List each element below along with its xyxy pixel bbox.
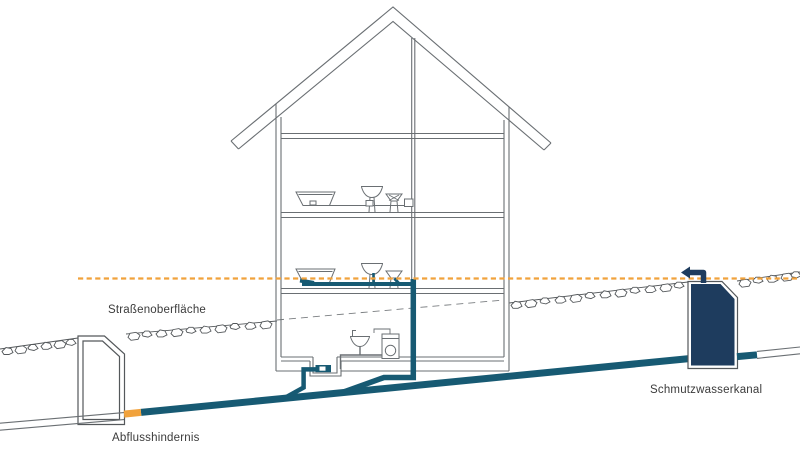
soil-stack-drop <box>341 279 417 396</box>
backed-up-water-fill <box>691 284 735 366</box>
terrain-dashed-line <box>276 299 505 321</box>
roof <box>230 6 552 151</box>
label-sewer-channel: Schmutzwasserkanal <box>650 384 763 396</box>
sewer-stub-right <box>736 351 758 361</box>
bathtub-trap-first-floor <box>299 278 315 285</box>
manhole-left-shaft <box>77 335 126 426</box>
drainage-obstacle-marker <box>123 408 142 418</box>
toilet-second-floor <box>385 193 403 213</box>
label-street-surface: Straßenoberfläche <box>108 304 207 316</box>
waste-water-pipes <box>140 273 690 416</box>
basement-drain-pipe <box>339 328 391 369</box>
house-structure <box>230 6 552 377</box>
fixtures <box>295 186 414 369</box>
street-line-left <box>0 337 79 350</box>
basement-sink <box>350 330 370 348</box>
vent-stack-pipe <box>411 38 416 280</box>
pipe-fitting <box>404 198 414 207</box>
washbasin-second-floor <box>361 186 383 213</box>
street-line-right <box>508 281 689 304</box>
street-surface-rocks <box>0 271 800 355</box>
empty-sewer-pipe-left <box>0 412 125 431</box>
manhole-right-shaft <box>687 280 739 370</box>
toilet-trap-first-floor <box>393 277 401 285</box>
label-drainage-obstacle: Abflusshindernis <box>112 432 200 444</box>
pipe-fitting <box>365 200 374 207</box>
bathtub-second-floor <box>295 191 336 206</box>
main-sewer-lateral <box>140 355 690 416</box>
sump-pump <box>315 365 331 373</box>
walls <box>275 104 510 371</box>
empty-sewer-pipe-right <box>756 346 800 359</box>
pump-discharge-pipe <box>282 367 316 401</box>
overflow-arrow-icon <box>681 266 707 283</box>
floor-slabs <box>276 132 509 372</box>
washing-machine <box>381 333 400 359</box>
